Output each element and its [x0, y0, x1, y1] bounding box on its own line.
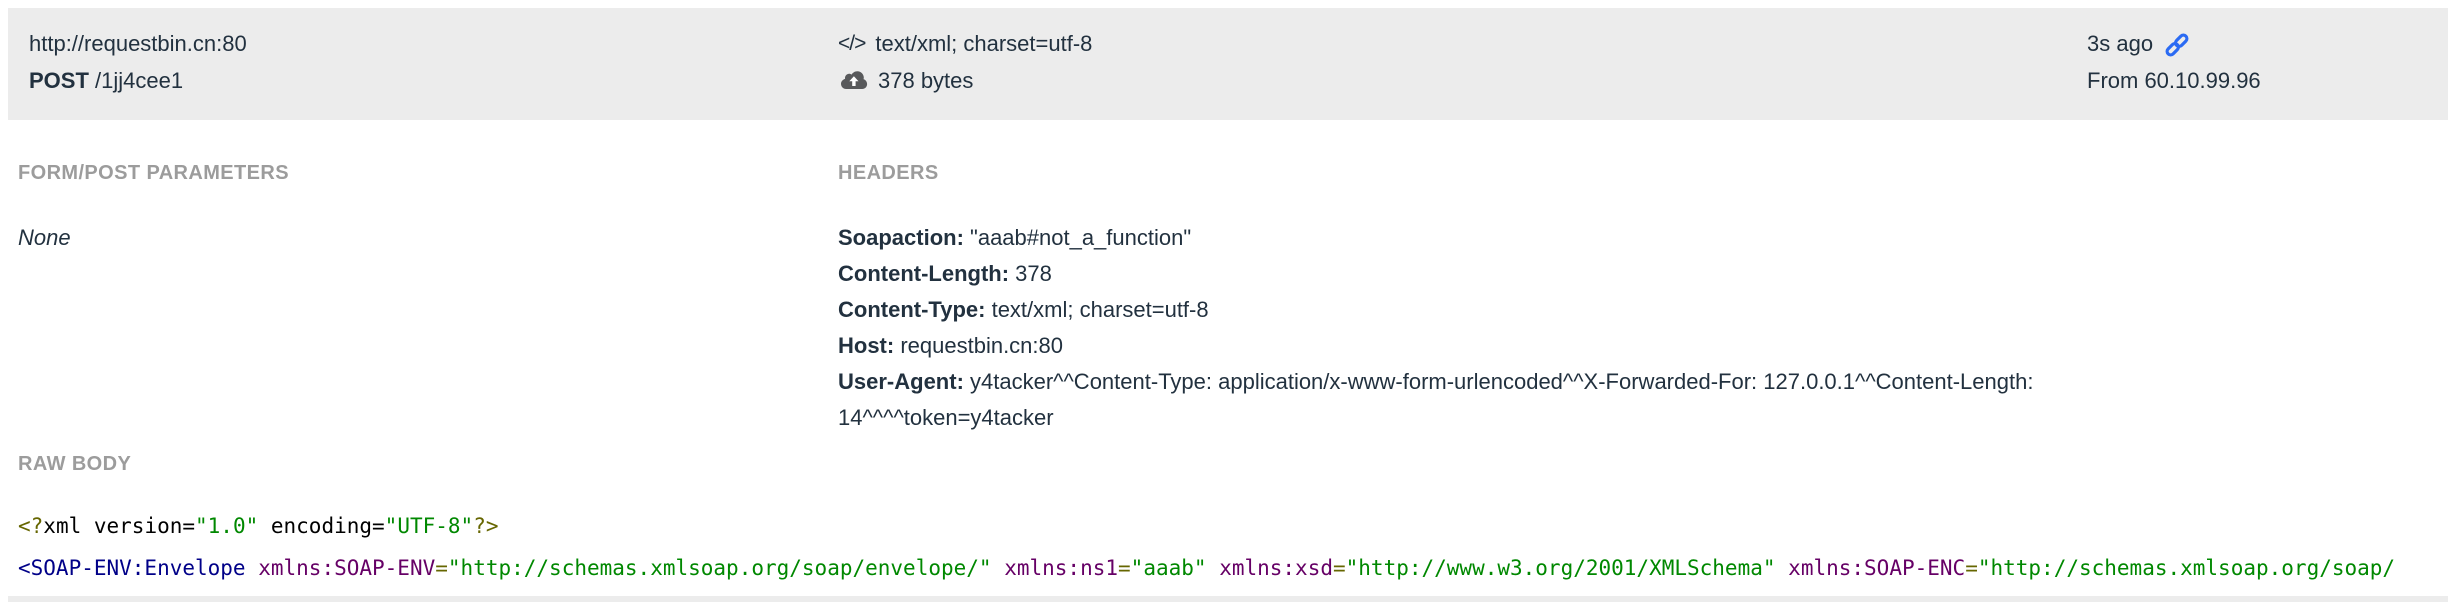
headers-list: Soapaction: "aaab#not_a_function"Content… — [838, 220, 2238, 436]
content-type-value: text/xml; charset=utf-8 — [875, 31, 1093, 56]
params-section: FORM/POST PARAMETERS None — [18, 120, 838, 436]
time-ago-line: 3s ago — [2087, 25, 2448, 62]
content-type-line: </> text/xml; charset=utf-8 — [838, 25, 2087, 62]
request-url: http://requestbin.cn:80 — [29, 31, 247, 56]
request-method: POST — [29, 68, 89, 93]
raw-body-section-title: RAW BODY — [18, 453, 132, 475]
time-ago: 3s ago — [2087, 31, 2154, 56]
header-value: y4tacker^^Content-Type: application/x-ww… — [838, 369, 2034, 430]
from-ip: From 60.10.99.96 — [2087, 68, 2261, 93]
headers-section-title: HEADERS — [838, 162, 939, 184]
request-meta-column: </> text/xml; charset=utf-8 378 bytes — [838, 25, 2087, 120]
request-time-column: 3s ago From 60.10.99.96 — [2087, 25, 2448, 120]
request-target-column: http://requestbin.cn:80 POST /1jj4cee1 — [29, 25, 838, 120]
cloud-upload-icon — [841, 71, 868, 89]
next-request-bar-edge — [8, 596, 2448, 602]
params-empty-value: None — [18, 225, 71, 250]
code-line: <?xml version="1.0" encoding="UTF-8"?> — [18, 514, 499, 538]
code-icon: </> — [838, 32, 866, 55]
header-item: Soapaction: "aaab#not_a_function" — [838, 220, 2238, 256]
raw-body-section: RAW BODY <?xml version="1.0" encoding="U… — [0, 453, 2448, 589]
header-value: 378 — [1009, 261, 1052, 286]
header-item: Host: requestbin.cn:80 — [838, 328, 2238, 364]
request-size-value: 378 bytes — [878, 68, 974, 93]
header-item: User-Agent: y4tacker^^Content-Type: appl… — [838, 364, 2238, 436]
params-section-title: FORM/POST PARAMETERS — [18, 162, 289, 184]
header-value: text/xml; charset=utf-8 — [985, 297, 1209, 322]
raw-body-code: <?xml version="1.0" encoding="UTF-8"?> <S… — [18, 505, 2448, 589]
header-name: Content-Type: — [838, 297, 986, 322]
request-detail-body: FORM/POST PARAMETERS None HEADERS Soapac… — [0, 120, 2448, 436]
code-line: <SOAP-ENV:Envelope xmlns:SOAP-ENV="http:… — [18, 556, 2396, 580]
header-name: Soapaction: — [838, 225, 964, 250]
header-value: requestbin.cn:80 — [894, 333, 1063, 358]
headers-section: HEADERS Soapaction: "aaab#not_a_function… — [838, 120, 2238, 436]
header-item: Content-Type: text/xml; charset=utf-8 — [838, 292, 2238, 328]
request-summary-bar: http://requestbin.cn:80 POST /1jj4cee1 <… — [8, 8, 2448, 120]
header-name: Content-Length: — [838, 261, 1010, 286]
header-name: Host: — [838, 333, 895, 358]
header-item: Content-Length: 378 — [838, 256, 2238, 292]
request-path: /1jj4cee1 — [95, 68, 184, 93]
request-method-line: POST /1jj4cee1 — [29, 62, 838, 99]
header-value: "aaab#not_a_function" — [963, 225, 1192, 250]
permalink-link-icon[interactable] — [2163, 31, 2191, 59]
header-name: User-Agent: — [838, 369, 964, 394]
request-size-line: 378 bytes — [838, 62, 2087, 99]
